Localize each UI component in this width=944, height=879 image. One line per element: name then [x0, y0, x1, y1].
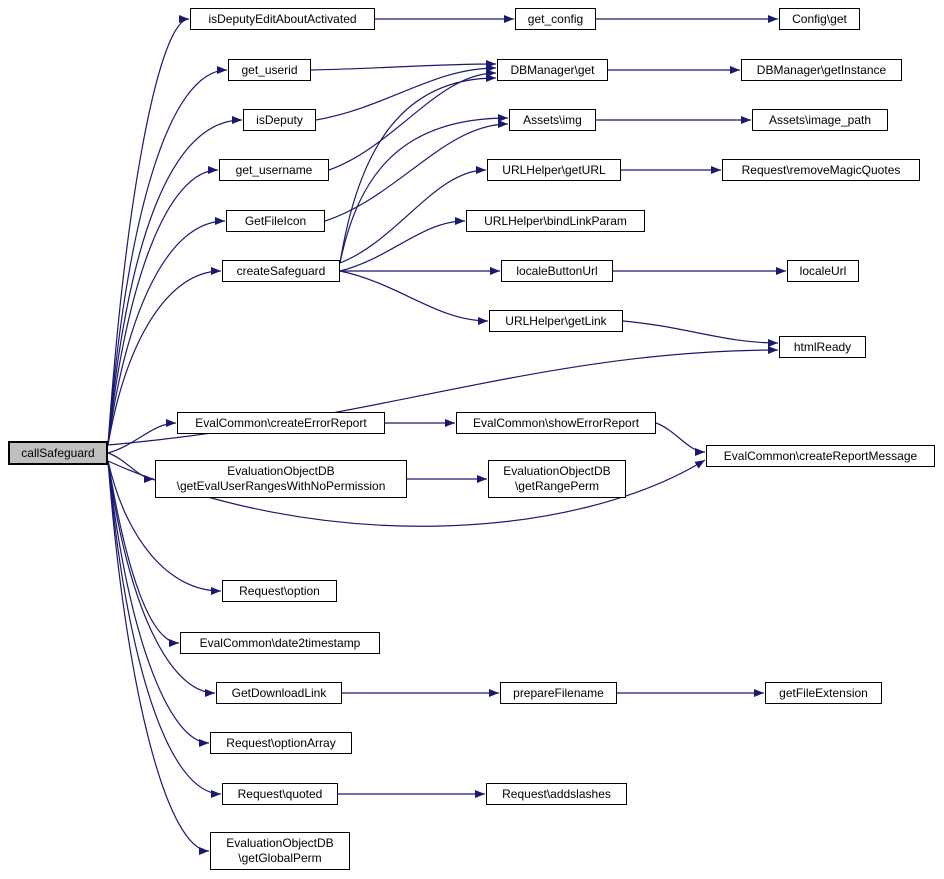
edge-isdeputy-to-dbmanager_get	[315, 64, 497, 121]
node-label: EvaluationObjectDB \getGlobalPerm	[226, 836, 334, 865]
node-label: DBManager\get	[510, 62, 595, 77]
node-evalcommon_createreportmessage[interactable]: EvalCommon\createReportMessage	[706, 445, 935, 467]
node-request_addslashes[interactable]: Request\addslashes	[486, 783, 627, 805]
edge-callsafeguard-to-getfileicon	[107, 217, 226, 446]
node-request_optionarray[interactable]: Request\optionArray	[210, 732, 352, 754]
node-getfileextension[interactable]: getFileExtension	[765, 682, 882, 704]
node-evalcommon_date2timestamp[interactable]: EvalCommon\date2timestamp	[180, 632, 380, 654]
edge-callsafeguard-to-evaluationobjectdb_getglobalperm	[107, 460, 210, 855]
edge-createsafeguard-to-urlhelper_bindlinkparam	[339, 217, 466, 272]
node-label: htmlReady	[793, 339, 852, 354]
edge-callsafeguard-to-isdeputyeditaboutactivated	[107, 15, 190, 446]
node-label: localeButtonUrl	[516, 263, 598, 278]
node-label: Assets\img	[523, 112, 582, 127]
node-urlhelper_bindlinkparam[interactable]: URLHelper\bindLinkParam	[466, 210, 645, 232]
edge-callsafeguard-to-request_option	[107, 460, 222, 595]
edge-createsafeguard-to-assets_img	[339, 114, 509, 264]
node-label: GetFileIcon	[244, 213, 307, 228]
node-label: EvalCommon\createErrorReport	[195, 415, 367, 430]
node-label: Config\get	[792, 11, 847, 26]
node-request_quoted[interactable]: Request\quoted	[222, 783, 338, 805]
node-label: EvalCommon\showErrorReport	[472, 415, 640, 430]
node-label: EvaluationObjectDB \getEvalUserRangesWit…	[176, 464, 386, 493]
edge-get_userid-to-dbmanager_get	[310, 60, 497, 71]
node-label: Request\quoted	[237, 786, 323, 801]
node-getfileicon[interactable]: GetFileIcon	[226, 210, 325, 232]
node-evaluationobjectdb_getrangeperm[interactable]: EvaluationObjectDB \getRangePerm	[488, 460, 626, 498]
node-label: isDeputy	[256, 112, 303, 127]
node-createsafeguard[interactable]: createSafeguard	[222, 260, 340, 282]
node-label: DBManager\getInstance	[756, 62, 887, 77]
edge-callsafeguard-to-isdeputy	[107, 116, 243, 446]
node-label: EvaluationObjectDB \getRangePerm	[503, 464, 611, 493]
node-config_get[interactable]: Config\get	[779, 8, 860, 30]
node-urlhelper_geturl[interactable]: URLHelper\getURL	[487, 159, 621, 181]
node-get_userid[interactable]: get_userid	[228, 59, 311, 81]
node-preparefilename[interactable]: prepareFilename	[500, 682, 617, 704]
node-label: getFileExtension	[779, 685, 868, 700]
node-evalcommon_createerrorreport[interactable]: EvalCommon\createErrorReport	[177, 412, 385, 434]
node-get_username[interactable]: get_username	[219, 159, 329, 181]
edge-callsafeguard-to-evaluationobjectdb_getevaluserrangeswithnopermission	[107, 452, 155, 483]
node-get_config[interactable]: get_config	[515, 8, 596, 30]
node-label: Request\removeMagicQuotes	[741, 162, 901, 177]
node-evaluationobjectdb_getglobalperm[interactable]: EvaluationObjectDB \getGlobalPerm	[210, 832, 350, 870]
node-label: localeUrl	[799, 263, 847, 278]
edge-urlhelper_getlink-to-htmlready	[622, 320, 779, 347]
node-callsafeguard: callSafeguard	[8, 441, 108, 465]
node-label: URLHelper\getLink	[505, 313, 607, 328]
node-localebuttonurl[interactable]: localeButtonUrl	[501, 260, 613, 282]
edge-callsafeguard-to-get_username	[107, 166, 219, 446]
node-getdownloadlink[interactable]: GetDownloadLink	[216, 682, 342, 704]
node-label: EvalCommon\createReportMessage	[723, 448, 918, 463]
node-request_removemagicquotes[interactable]: Request\removeMagicQuotes	[722, 159, 920, 181]
edge-createsafeguard-to-urlhelper_geturl	[339, 166, 487, 264]
edge-createsafeguard-to-urlhelper_getlink	[339, 270, 489, 325]
node-htmlready[interactable]: htmlReady	[779, 336, 866, 358]
node-label: get_userid	[241, 62, 298, 77]
node-label: GetDownloadLink	[231, 685, 327, 700]
node-assets_image_path[interactable]: Assets\image_path	[752, 109, 888, 131]
node-dbmanager_getinstance[interactable]: DBManager\getInstance	[741, 59, 902, 81]
node-dbmanager_get[interactable]: DBManager\get	[497, 59, 608, 81]
node-request_option[interactable]: Request\option	[222, 580, 337, 602]
node-label: get_config	[527, 11, 584, 26]
node-label: isDeputyEditAboutActivated	[208, 11, 357, 26]
node-label: prepareFilename	[513, 685, 604, 700]
node-label: get_username	[235, 162, 313, 177]
node-label: URLHelper\getURL	[502, 162, 606, 177]
edge-callsafeguard-to-get_userid	[107, 66, 228, 446]
edge-get_username-to-dbmanager_get	[328, 69, 497, 171]
node-label: Assets\image_path	[768, 112, 872, 127]
edge-callsafeguard-to-request_quoted	[107, 460, 222, 798]
node-isdeputyeditaboutactivated[interactable]: isDeputyEditAboutActivated	[190, 8, 375, 30]
edge-callsafeguard-to-createsafeguard	[107, 267, 222, 446]
node-urlhelper_getlink[interactable]: URLHelper\getLink	[489, 310, 623, 332]
edge-callsafeguard-to-getdownloadlink	[107, 460, 216, 697]
node-label: Request\optionArray	[226, 735, 336, 750]
node-assets_img[interactable]: Assets\img	[509, 109, 596, 131]
node-localeurl[interactable]: localeUrl	[787, 260, 859, 282]
node-label: Request\option	[239, 583, 320, 598]
edge-createsafeguard-to-dbmanager_get	[339, 74, 497, 264]
node-label: Request\addslashes	[502, 786, 611, 801]
node-label: URLHelper\bindLinkParam	[484, 213, 627, 228]
node-label: callSafeguard	[21, 445, 95, 460]
edge-callsafeguard-to-evalcommon_createerrorreport	[107, 419, 177, 454]
edge-callsafeguard-to-request_optionarray	[107, 460, 210, 747]
node-label: EvalCommon\date2timestamp	[199, 635, 361, 650]
node-isdeputy[interactable]: isDeputy	[243, 109, 316, 131]
node-evalcommon_showerrorreport[interactable]: EvalCommon\showErrorReport	[456, 412, 656, 434]
node-evaluationobjectdb_getevaluserrangeswithnopermission[interactable]: EvaluationObjectDB \getEvalUserRangesWit…	[155, 460, 407, 498]
edge-evalcommon_showerrorreport-to-evalcommon_createreportmessage	[655, 422, 706, 456]
edge-callsafeguard-to-evalcommon_date2timestamp	[107, 460, 180, 647]
node-label: createSafeguard	[236, 263, 326, 278]
